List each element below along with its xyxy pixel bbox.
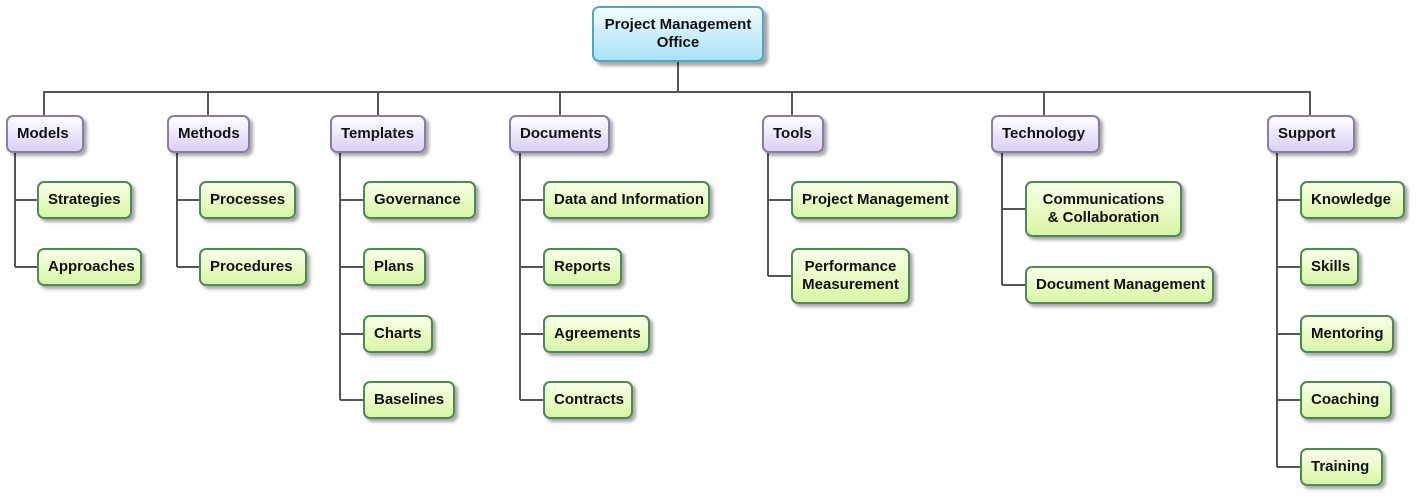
category-tools: Tools [762,115,824,153]
root-title: Project Management Office [604,16,752,51]
leaf-label: Agreements [554,325,641,342]
leaf-strategies: Strategies [37,181,132,219]
leaf-charts: Charts [363,315,433,353]
leaf-processes: Processes [199,181,296,219]
category-label: Technology [1002,125,1086,142]
category-templates: Templates [330,115,426,153]
category-label: Templates [341,125,415,142]
leaf-coaching: Coaching [1300,381,1392,419]
category-documents: Documents [509,115,610,153]
category-label: Models [17,125,69,142]
leaf-skills: Skills [1300,248,1359,286]
category-label: Documents [520,125,602,142]
leaf-training: Training [1300,448,1383,486]
leaf-project-management: Project Management [791,181,958,219]
category-label: Methods [178,125,240,142]
category-models: Models [6,115,84,153]
leaf-label: Coaching [1311,391,1380,408]
leaf-label: Project Management [802,191,949,208]
category-label: Support [1278,125,1336,142]
leaf-label: Document Management [1036,276,1206,293]
leaf-reports: Reports [543,248,622,286]
leaf-label: Communications & Collaboration [1042,191,1165,226]
leaf-label: Training [1311,458,1370,475]
leaf-procedures: Procedures [199,248,307,286]
leaf-agreements: Agreements [543,315,650,353]
leaf-label: Contracts [554,391,625,408]
leaf-label: Charts [374,325,422,342]
leaf-label: Data and Information [554,191,705,208]
root-node: Project Management Office [592,6,764,62]
leaf-approaches: Approaches [37,248,142,286]
leaf-data-and-information: Data and Information [543,181,710,219]
leaf-document-management: Document Management [1025,266,1214,304]
leaf-label: Skills [1311,258,1351,275]
leaf-label: Performance Measurement [802,258,899,293]
leaf-communications-collaboration: Communications & Collaboration [1025,181,1182,237]
leaf-label: Reports [554,258,611,275]
leaf-label: Plans [374,258,415,275]
leaf-label: Strategies [48,191,121,208]
category-technology: Technology [991,115,1100,153]
leaf-label: Approaches [48,258,135,275]
leaf-label: Procedures [210,258,293,275]
leaf-performance-measurement: Performance Measurement [791,248,910,304]
category-methods: Methods [167,115,250,153]
leaf-plans: Plans [363,248,426,286]
leaf-knowledge: Knowledge [1300,181,1405,219]
category-label: Tools [773,125,812,142]
leaf-mentoring: Mentoring [1300,315,1394,353]
leaf-baselines: Baselines [363,381,455,419]
category-support: Support [1267,115,1355,153]
leaf-label: Processes [210,191,286,208]
leaf-label: Mentoring [1311,325,1384,342]
leaf-label: Baselines [374,391,445,408]
leaf-contracts: Contracts [543,381,633,419]
leaf-label: Governance [374,191,461,208]
leaf-label: Knowledge [1311,191,1392,208]
leaf-governance: Governance [363,181,476,219]
